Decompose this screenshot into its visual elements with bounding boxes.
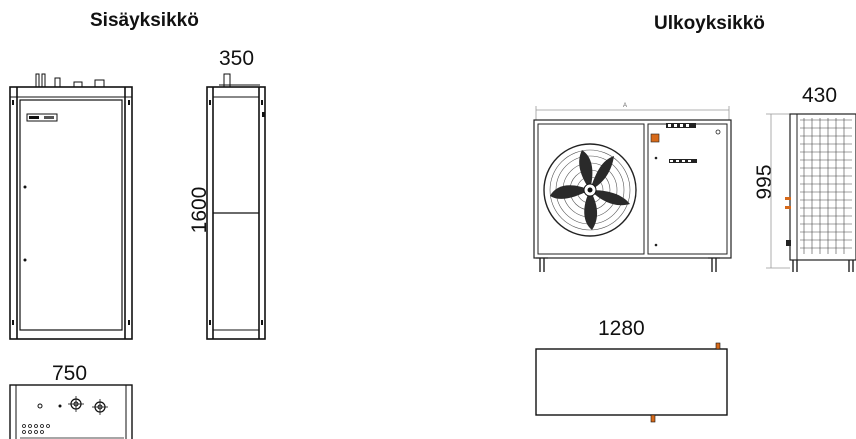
- outdoor-side-view: [766, 113, 856, 272]
- outdoor-front-view: [533, 106, 732, 272]
- indoor-top-view: [9, 384, 133, 439]
- outdoor-depth-label: 430: [802, 84, 838, 107]
- indoor-front-view: [9, 73, 133, 340]
- outdoor-dimension-marker: A: [623, 103, 628, 109]
- outdoor-top-view: [535, 342, 728, 423]
- outdoor-unit-title: Ulkoyksikkö: [654, 13, 765, 34]
- indoor-unit-title: Sisäyksikkö: [90, 10, 199, 31]
- outdoor-width-label: 1280: [598, 317, 645, 340]
- indoor-depth-label: 350: [219, 47, 255, 70]
- indoor-side-view: [206, 73, 266, 340]
- indoor-width-label: 750: [52, 362, 88, 385]
